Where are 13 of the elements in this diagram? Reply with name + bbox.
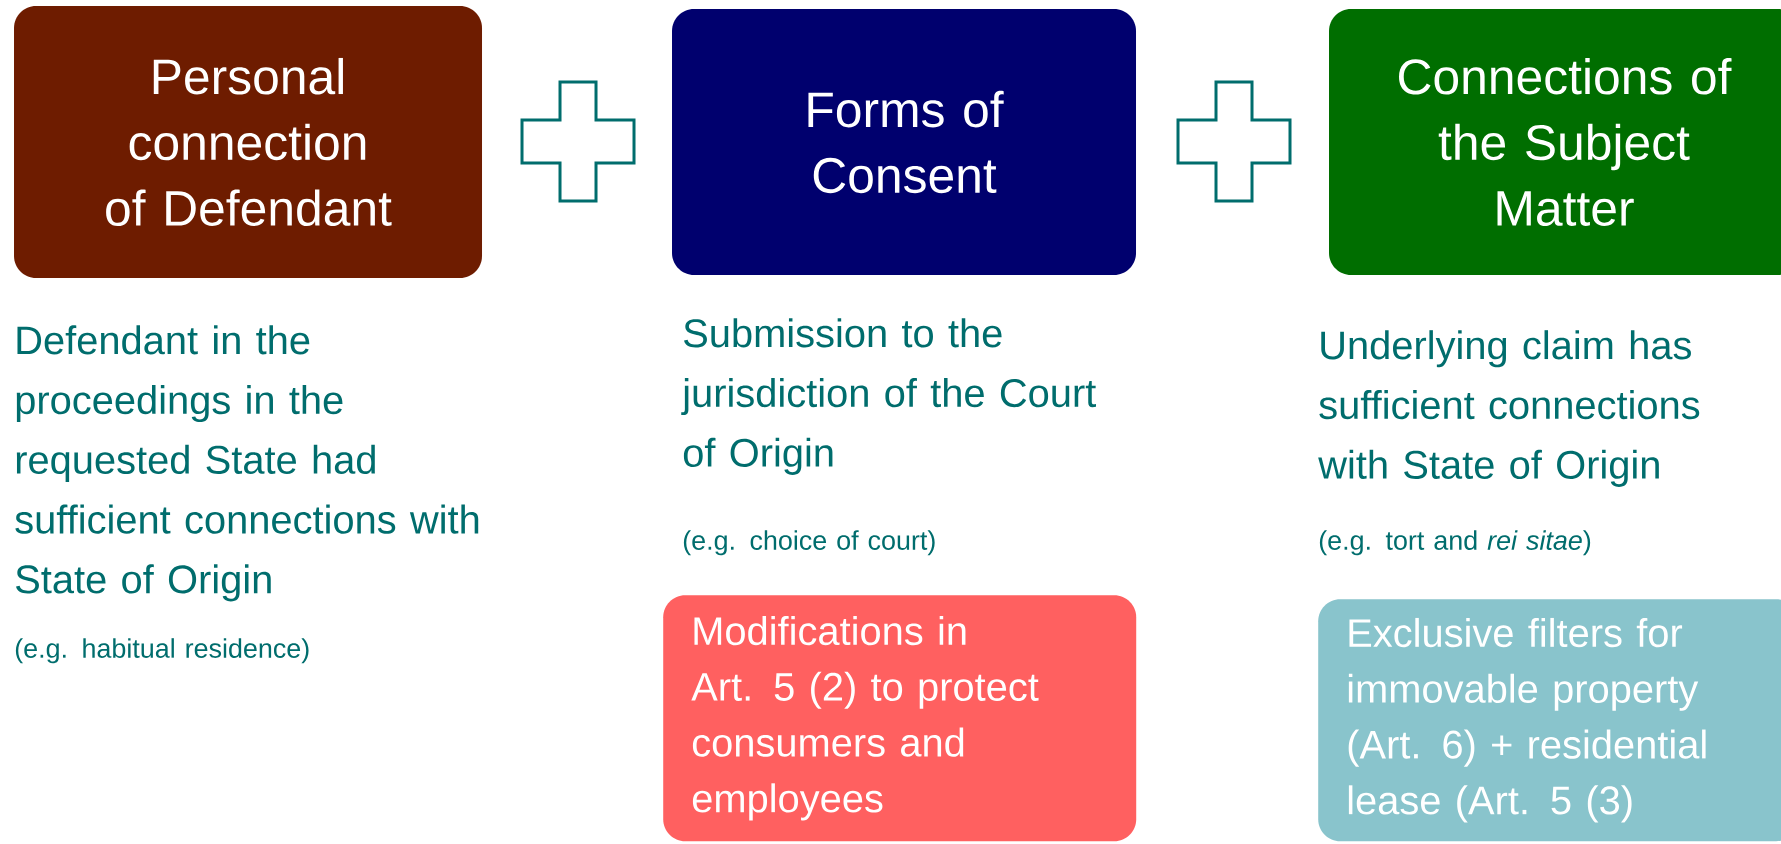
- example-text: (e.g. choice of court): [683, 530, 935, 556]
- heading-box: Connections of the Subject Matter: [1329, 9, 1781, 275]
- note-box: Exclusive filters for immovable property (Art. 6) + residential lease (Art. 5 (3): [1318, 599, 1781, 842]
- description-text: Underlying claim has sufficient connections with State of Origin: [1318, 330, 1700, 487]
- description-text: Submission to the jurisdiction of the Court of Origin: [681, 318, 1096, 475]
- plus-sign: [520, 80, 636, 203]
- heading-box: Personal connection of Defendant: [14, 6, 482, 278]
- example-text: (e.g. habitual residence): [15, 638, 309, 664]
- description-text: Defendant in the proceedings in the requested State had sufficient connections with State of Origin: [15, 325, 479, 602]
- plus-sign: [1176, 80, 1292, 203]
- example-text: (e.g. tort and rei sitae): [1319, 530, 1591, 556]
- note-box: Modifications in Art. 5 (2) to protect consumers and employees: [663, 595, 1137, 842]
- heading-box: Forms of Consent: [672, 9, 1136, 275]
